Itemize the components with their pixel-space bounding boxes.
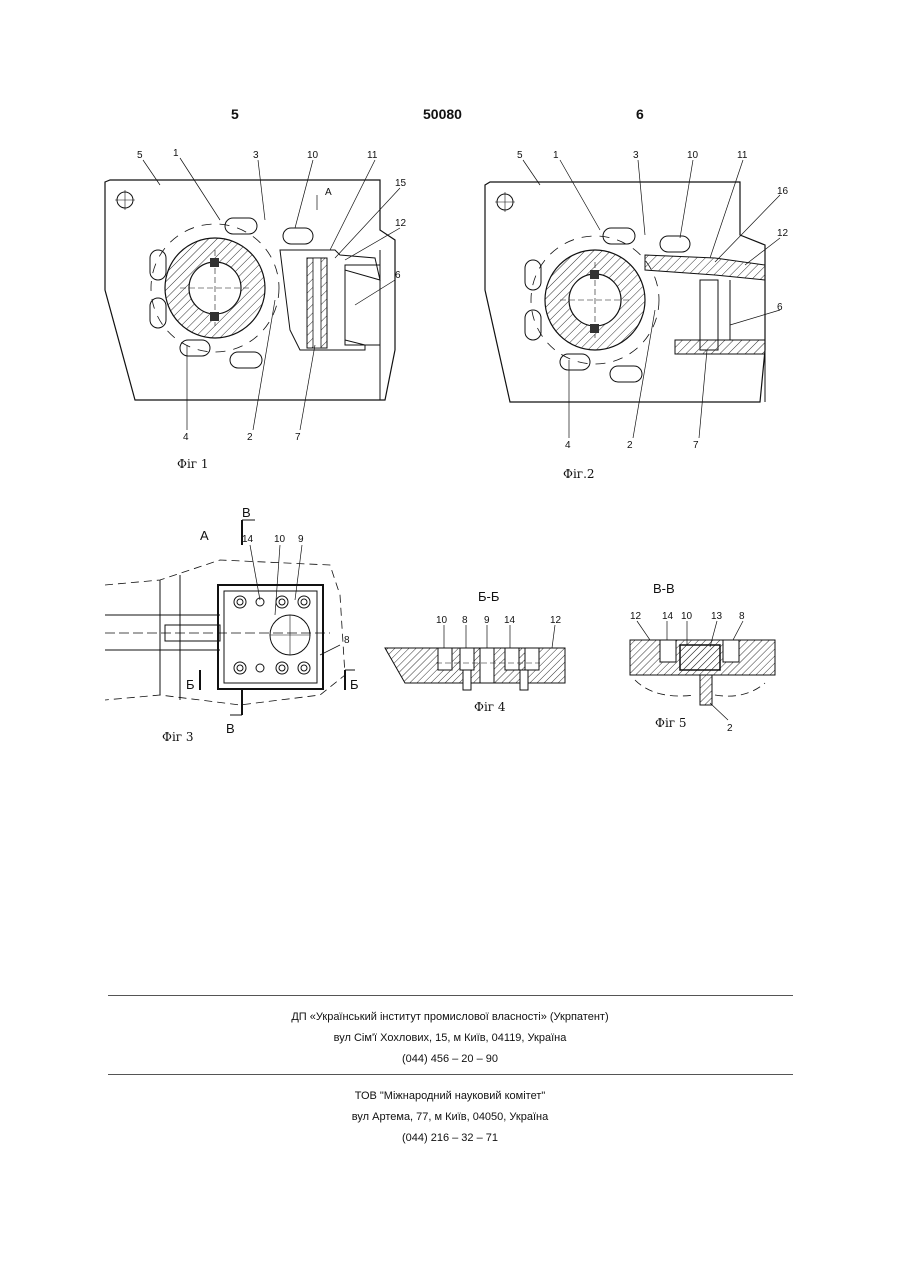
fig3-section-mark-b-right: Б <box>350 677 359 692</box>
fig5-label-8: 8 <box>739 611 745 622</box>
fig3-label-9: 9 <box>298 534 304 545</box>
figure-3: А В Б Б В 14 10 9 8 Фіг 3 <box>100 505 370 750</box>
fig1-label-5: 5 <box>137 150 143 161</box>
org1-address: вул Сім'ї Хохлових, 15, м Київ, 04119, У… <box>0 1032 900 1044</box>
fig4-label-9: 9 <box>484 615 490 626</box>
footer-divider-top <box>108 995 793 996</box>
fig1-label-1: 1 <box>173 148 179 159</box>
figure-5: В-В 12 14 10 13 8 2 Фіг 5 <box>615 575 785 740</box>
fig2-label-1: 1 <box>553 150 559 161</box>
fig2-label-11: 11 <box>737 150 748 161</box>
left-page-number: 5 <box>231 106 239 122</box>
figure-2: 5 1 3 10 11 16 12 6 4 2 7 Фіг.2 <box>475 140 805 485</box>
fig4-title: Б-Б <box>478 589 499 604</box>
org2-name: ТОВ "Міжнародний науковий комітет" <box>0 1090 900 1102</box>
fig2-label-4: 4 <box>565 440 571 451</box>
fig4-label-12: 12 <box>550 615 562 626</box>
fig3-section-mark-b-left: Б <box>186 677 195 692</box>
right-page-number: 6 <box>636 106 644 122</box>
fig4-label-8: 8 <box>462 615 468 626</box>
figure-1: 5 1 3 10 11 15 12 6 4 2 7 А Фіг 1 <box>95 140 425 480</box>
fig3-label-10: 10 <box>274 534 286 545</box>
fig1-label-10: 10 <box>307 150 319 161</box>
fig1-label-6: 6 <box>395 270 401 281</box>
fig4-label-14: 14 <box>504 615 516 626</box>
fig2-label-3: 3 <box>633 150 639 161</box>
fig5-caption: Фіг 5 <box>655 716 687 730</box>
fig1-label-3: 3 <box>253 150 259 161</box>
fig4-caption: Фіг 4 <box>474 700 506 714</box>
fig1-caption: Фіг 1 <box>177 457 209 471</box>
fig2-caption: Фіг.2 <box>563 467 595 481</box>
footer-divider-middle <box>108 1074 793 1075</box>
fig2-label-6: 6 <box>777 302 783 313</box>
fig5-label-12: 12 <box>630 611 642 622</box>
fig1-label-7: 7 <box>295 432 301 443</box>
fig1-view-mark: А <box>325 187 332 198</box>
fig1-label-2: 2 <box>247 432 253 443</box>
fig2-label-2: 2 <box>627 440 633 451</box>
fig2-label-7: 7 <box>693 440 699 451</box>
fig2-label-16: 16 <box>777 186 789 197</box>
fig5-label-13: 13 <box>711 611 723 622</box>
fig1-label-4: 4 <box>183 432 189 443</box>
org2-phone: (044) 216 – 32 – 71 <box>0 1132 900 1144</box>
fig3-section-mark-v-bottom: В <box>226 721 235 736</box>
fig5-label-2: 2 <box>727 723 733 734</box>
fig2-label-5: 5 <box>517 150 523 161</box>
fig3-caption: Фіг 3 <box>162 730 194 744</box>
org1-phone: (044) 456 – 20 – 90 <box>0 1053 900 1065</box>
fig3-section-mark-v-top: В <box>242 505 251 520</box>
fig3-view-title: А <box>200 528 209 543</box>
fig2-label-12: 12 <box>777 228 789 239</box>
figure-4: Б-Б 10 8 9 14 12 Фіг 4 <box>380 585 580 720</box>
fig1-label-11: 11 <box>367 150 378 161</box>
fig5-label-14: 14 <box>662 611 674 622</box>
org2-address: вул Артема, 77, м Київ, 04050, Україна <box>0 1111 900 1123</box>
fig4-label-10: 10 <box>436 615 448 626</box>
org1-name: ДП «Український інститут промислової вла… <box>0 1011 900 1023</box>
fig1-label-15: 15 <box>395 178 407 189</box>
fig5-title: В-В <box>653 581 675 596</box>
patent-number: 50080 <box>423 106 462 122</box>
fig5-label-10: 10 <box>681 611 693 622</box>
fig2-label-10: 10 <box>687 150 699 161</box>
fig3-label-8: 8 <box>344 635 350 646</box>
fig3-label-14: 14 <box>242 534 254 545</box>
fig1-label-12: 12 <box>395 218 407 229</box>
